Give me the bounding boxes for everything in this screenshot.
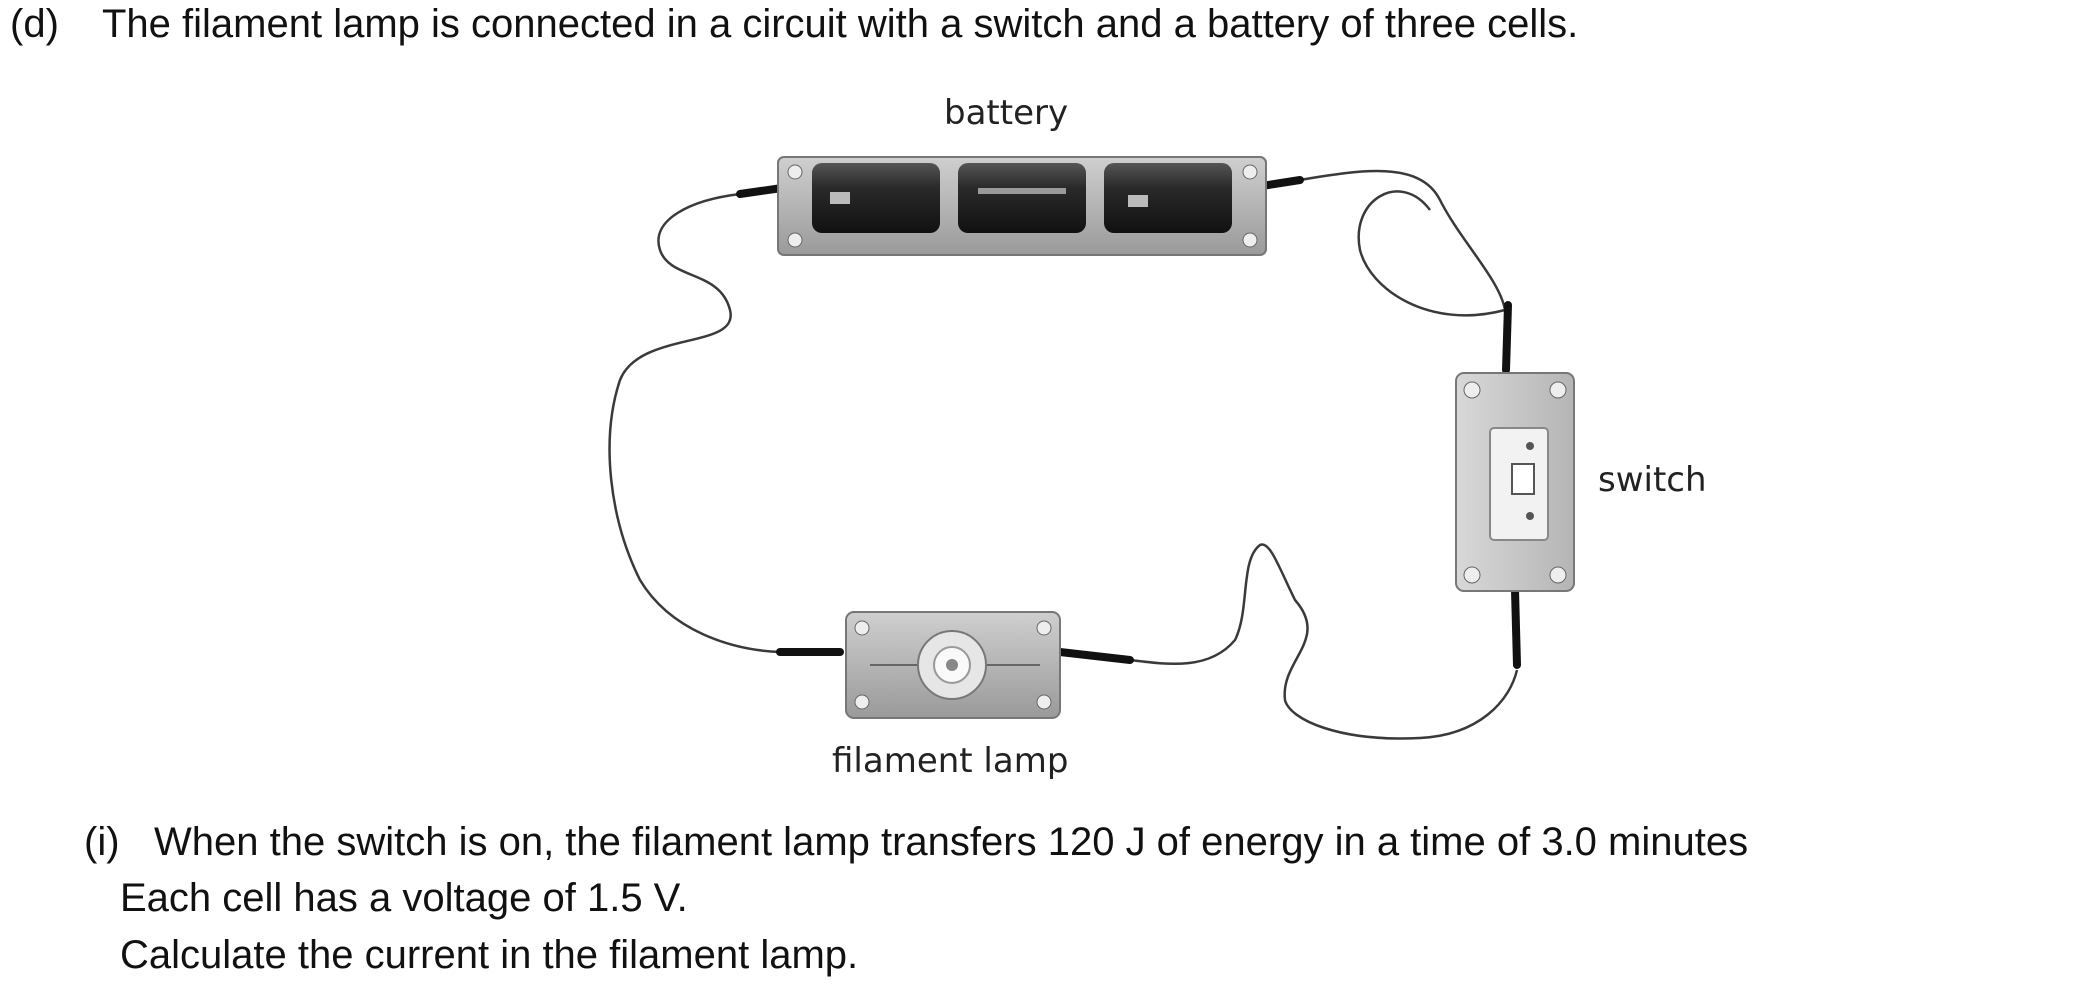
plug-battery-right <box>1258 176 1304 190</box>
question-stem: (d) The filament lamp is connected in a c… <box>10 0 1578 48</box>
battery-screw-tr <box>1242 164 1258 180</box>
battery-cell-1 <box>812 163 940 233</box>
subquestion-line-1: (i) When the switch is on, the filament l… <box>84 818 1748 866</box>
switch-dot-top <box>1526 442 1534 450</box>
subquestion-line-3: Calculate the current in the filament la… <box>120 933 859 977</box>
lamp-screw-tr <box>1036 620 1052 636</box>
battery-screw-br <box>1242 232 1258 248</box>
switch-screw-tr <box>1549 381 1567 399</box>
switch-screw-tl <box>1463 381 1481 399</box>
wire-battery-to-switch <box>1299 169 1507 317</box>
battery-screw-bl <box>787 232 803 248</box>
battery-holder <box>777 156 1267 256</box>
lamp-label: filament lamp <box>832 741 1068 781</box>
cell-2-band <box>978 188 1066 194</box>
lamp-screw-bl <box>854 694 870 710</box>
lamp-screw-tl <box>854 620 870 636</box>
plug-switch-bottom <box>1511 586 1521 669</box>
switch-component <box>1455 372 1575 592</box>
switch-toggle <box>1511 463 1535 495</box>
battery-screw-tl <box>787 164 803 180</box>
switch-screw-br <box>1549 566 1567 584</box>
cell-1-band <box>830 192 850 204</box>
battery-cell-3 <box>1104 163 1232 233</box>
part-label: (d) <box>10 2 59 46</box>
subquestion-line-2: Each cell has a voltage of 1.5 V. <box>120 876 688 920</box>
wire-plugs <box>736 176 1521 669</box>
cell-3-band <box>1128 195 1148 207</box>
plug-lamp-right <box>1056 648 1134 664</box>
switch-screw-bl <box>1463 566 1481 584</box>
battery-label: battery <box>944 93 1068 133</box>
wire-switch-to-lamp <box>1129 543 1519 740</box>
plug-switch-top <box>1502 301 1512 374</box>
wire-battery-to-lamp <box>608 192 781 654</box>
battery-cell-2 <box>958 163 1086 233</box>
lamp-component <box>845 611 1061 719</box>
lamp-contact <box>946 659 958 671</box>
switch-label: switch <box>1598 460 1707 500</box>
switch-dot-bottom <box>1526 512 1534 520</box>
subquestion-text-1: When the switch is on, the filament lamp… <box>154 820 1749 864</box>
stem-text: The filament lamp is connected in a circ… <box>102 2 1579 46</box>
plug-battery-left <box>736 184 786 198</box>
subquestion-label: (i) <box>84 820 120 864</box>
lamp-screw-br <box>1036 694 1052 710</box>
